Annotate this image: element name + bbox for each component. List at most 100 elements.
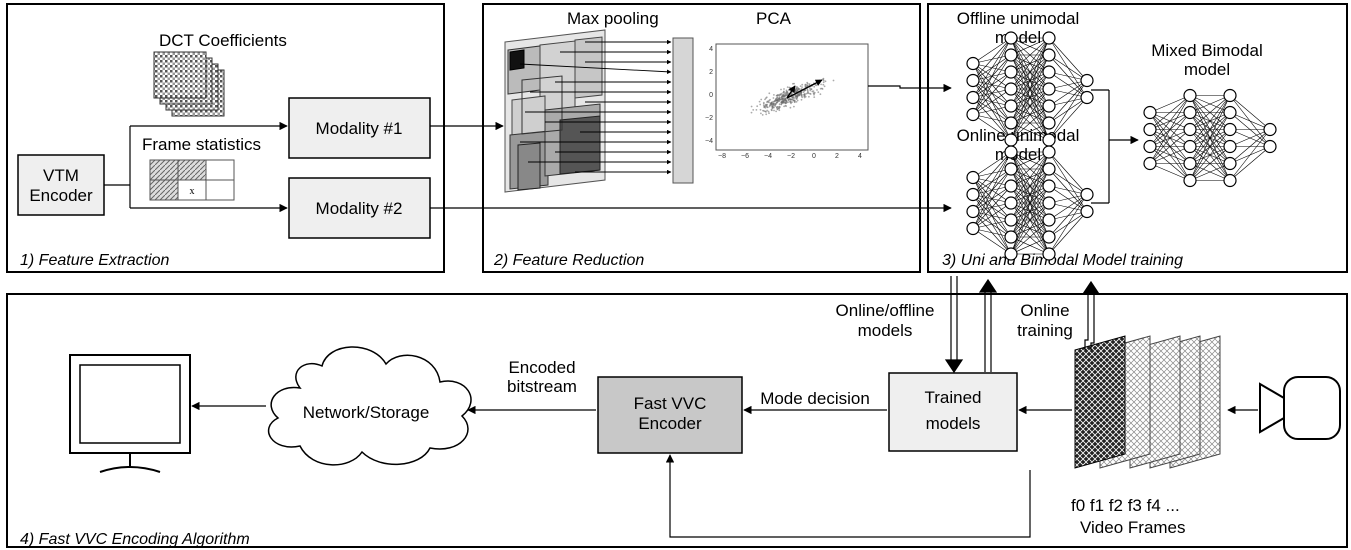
camera-icon <box>1259 376 1341 440</box>
max-pooling-image <box>504 29 606 193</box>
pca-y-tick: −4 <box>705 138 713 145</box>
offline-model-line1: Offline unimodal <box>957 9 1080 28</box>
nn-node <box>1183 88 1197 103</box>
nn-node <box>1042 82 1056 96</box>
video-frames-label: Video Frames <box>1080 518 1186 537</box>
pca-x-tick: −6 <box>741 153 749 160</box>
nn-edge <box>972 185 1012 229</box>
frame-statistics-label: Frame statistics <box>142 135 261 154</box>
nn-edge <box>1189 163 1231 181</box>
mixed-model-line2: model <box>1184 60 1230 79</box>
pca-point <box>768 112 770 115</box>
nn-node <box>1004 196 1018 210</box>
pca-x-tick: −4 <box>764 153 772 160</box>
pca-point <box>750 111 753 114</box>
nn-edge <box>972 37 1012 64</box>
nn-node <box>1183 173 1197 188</box>
pca-point <box>809 92 811 95</box>
pca-point <box>772 97 775 99</box>
pca-point <box>822 83 825 86</box>
nn-node <box>1004 116 1018 130</box>
online-training-line1: Online <box>1020 301 1069 320</box>
pca-point <box>796 99 799 102</box>
model-transfer-arrows <box>944 276 1101 374</box>
nn-edge <box>972 37 1012 81</box>
nn-node <box>1080 73 1094 88</box>
encoding-flow-arrows <box>191 401 1258 538</box>
encoded-bitstream-line1: Encoded <box>508 358 575 377</box>
nn-edge <box>1048 54 1088 81</box>
pca-point <box>778 109 781 112</box>
vtm-encoder-box <box>17 154 105 216</box>
pca-point <box>780 103 783 106</box>
pca-point <box>770 104 773 106</box>
online-offline-line1: Online/offline <box>836 301 935 320</box>
pca-point <box>765 113 768 116</box>
pca-point <box>806 82 809 85</box>
pca-point <box>783 88 785 90</box>
nn-edge <box>1010 105 1050 141</box>
offline-neural-network <box>966 31 1094 147</box>
pca-point <box>776 99 779 102</box>
pca-point <box>786 86 789 88</box>
pca-point <box>776 94 779 96</box>
nn-node <box>1042 213 1056 227</box>
nn-node <box>1004 48 1018 62</box>
nn-edge <box>1149 129 1191 164</box>
pca-point <box>823 85 826 88</box>
nn-node <box>1004 247 1018 261</box>
nn-edge <box>1010 236 1050 255</box>
pca-point <box>776 101 779 104</box>
nn-edge <box>972 202 1012 229</box>
nn-edge <box>972 151 1012 229</box>
nn-node <box>966 187 980 202</box>
nn-edge <box>1010 71 1050 141</box>
pca-point <box>799 85 802 87</box>
pca-point <box>778 103 781 106</box>
nn-node <box>1004 82 1018 96</box>
dct-coefficients-image <box>153 51 225 117</box>
pca-point <box>803 93 806 95</box>
pca-point <box>776 106 779 108</box>
pca-y-tick: 4 <box>709 46 713 53</box>
panel-feature-extraction: 1) Feature Extraction DCT Coefficients V… <box>6 3 445 273</box>
pca-point <box>800 98 803 101</box>
pca-point <box>787 98 790 101</box>
nn-node <box>1042 99 1056 113</box>
pca-point <box>787 101 789 103</box>
pca-point <box>773 109 775 112</box>
pca-point <box>758 100 761 103</box>
pca-y-ticks: 420−2−4 <box>705 46 713 145</box>
nn-edge <box>1048 37 1088 81</box>
pca-point <box>782 91 785 93</box>
nn-edge <box>1010 54 1050 141</box>
nn-node <box>1223 88 1237 103</box>
pca-point <box>766 104 768 106</box>
pca-point <box>812 90 815 93</box>
nn-edge <box>1189 95 1231 130</box>
pca-point <box>803 96 806 99</box>
panel-feature-reduction: 2) Feature Reduction Max pooling PCA <box>482 3 921 273</box>
nn-edge <box>1010 151 1050 204</box>
pca-point <box>766 106 769 109</box>
online-training-line2: training <box>1017 321 1073 340</box>
panel-label-3: 3) Uni and Bimodal Model training <box>942 252 1183 269</box>
nn-edge <box>1149 95 1191 147</box>
nn-node <box>1004 99 1018 113</box>
nn-node <box>1183 156 1197 171</box>
online-neural-network <box>966 145 1094 261</box>
nn-edge <box>1149 95 1191 164</box>
nn-node <box>966 204 980 219</box>
pca-point <box>801 86 803 88</box>
pca-point <box>789 100 792 103</box>
encoder-to-modality-arrows <box>104 121 288 213</box>
online-offline-line2: models <box>858 321 913 340</box>
pca-point <box>820 83 822 86</box>
pca-point <box>764 106 767 109</box>
nn-node <box>1183 139 1197 154</box>
nn-node <box>1004 162 1018 176</box>
pca-point <box>782 97 784 100</box>
pca-point <box>802 91 805 94</box>
pca-point <box>806 89 809 92</box>
pca-point <box>785 105 787 107</box>
